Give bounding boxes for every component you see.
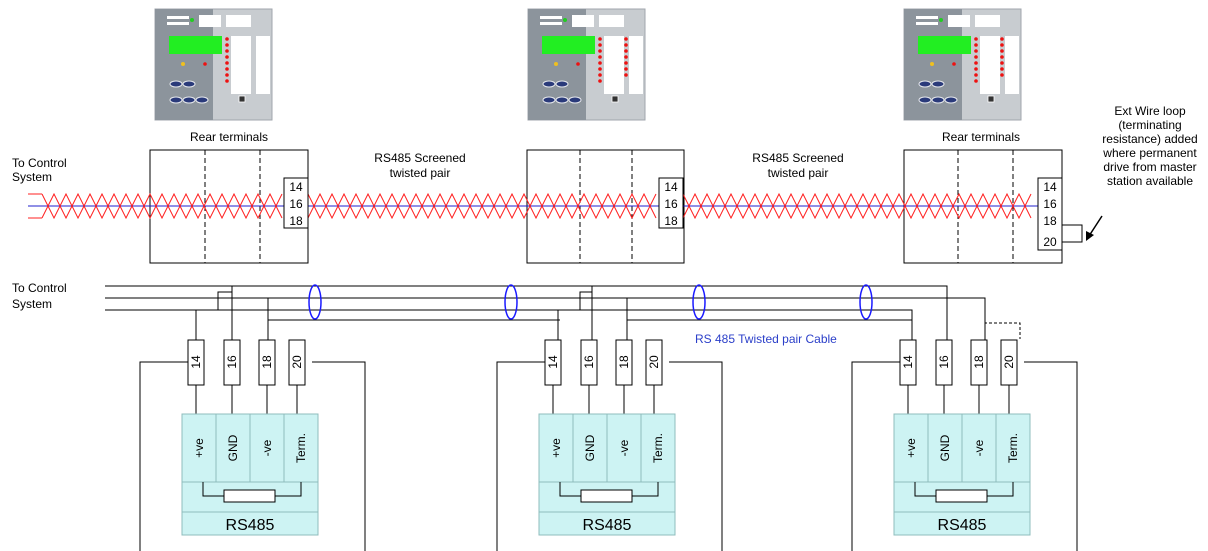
terminal-14: 14: [289, 180, 303, 194]
cable-label-2-line1: RS485 Screened: [752, 151, 843, 165]
port-label: Term.: [1006, 433, 1020, 463]
port-cell: [572, 413, 608, 483]
terminal-number-label: 16: [225, 355, 239, 369]
rs485-label-box: [181, 511, 319, 536]
terminal-number-label: 16: [582, 355, 596, 369]
terminal-number-label: 20: [1002, 355, 1016, 369]
rs485-label-box: [893, 511, 1031, 536]
relay-front-panel-2: [527, 8, 646, 121]
terminal-block-top-3: 14 16 18 20: [1037, 177, 1063, 251]
svg-text:(terminating: (terminating: [1118, 118, 1181, 132]
ext-wire-loop: [1061, 215, 1103, 243]
terminal-number-label: 20: [647, 355, 661, 369]
rs485-cable-label: RS 485 Twisted pair Cable: [695, 332, 837, 346]
terminal-number-label: 14: [901, 355, 915, 369]
terminal-16: 16: [1043, 197, 1057, 211]
terminal-16: 16: [289, 197, 303, 211]
device-enclosure-left: [851, 361, 900, 551]
cable-label-2-line2: twisted pair: [768, 166, 829, 180]
port-label: Term.: [294, 433, 308, 463]
resistor-lead-left: [559, 482, 581, 497]
port-label: +ve: [549, 438, 563, 458]
terminal-block-top-1: 14 16 18: [283, 177, 309, 229]
device-enclosure-right: [1024, 361, 1078, 551]
port-label: Term.: [651, 433, 665, 463]
rs485-label-box: [538, 511, 676, 536]
terminal-number-label: 18: [972, 355, 986, 369]
terminal-number-label: 14: [546, 355, 560, 369]
dotted-term-link: [984, 322, 1021, 339]
rs485-device-2: 14 16 18 20 +ve GND -ve Term. RS485: [496, 339, 723, 551]
svg-text:station available: station available: [1107, 174, 1193, 188]
resistor-icon: [580, 489, 633, 503]
rear-terminals-label-3: Rear terminals: [942, 130, 1020, 144]
relay-front-panel-3: [903, 8, 1022, 121]
rs485-label: RS485: [226, 517, 275, 534]
rs485-device-3: 14 16 18 20 +ve GND -ve Term. RS485: [851, 339, 1078, 551]
terminal-block-top-2: 14 16 18: [658, 177, 684, 229]
twisted-pair-markers: [308, 284, 873, 320]
port-cell: [249, 413, 285, 483]
terminal-number-label: 18: [617, 355, 631, 369]
terminal-14: 14: [664, 180, 678, 194]
cable-label-1-line1: RS485 Screened: [374, 151, 465, 165]
terminal-18: 18: [1043, 214, 1057, 228]
port-cell: [538, 413, 574, 483]
resistor-icon: [935, 489, 988, 503]
port-cell: [961, 413, 997, 483]
rear-terminals-label-1: Rear terminals: [190, 130, 268, 144]
terminal-14: 14: [1043, 180, 1057, 194]
port-label: GND: [938, 434, 952, 461]
port-cell: [283, 413, 319, 483]
resistor-lead-right: [275, 482, 302, 497]
bus-wires: [105, 285, 986, 340]
device-enclosure-left: [496, 361, 545, 551]
terminal-number-label: 16: [937, 355, 951, 369]
terminal-18: 18: [664, 214, 678, 228]
rs485-label: RS485: [938, 517, 987, 534]
resistor-lead-right: [987, 482, 1014, 497]
resistor-lead-right: [632, 482, 659, 497]
svg-text:resistance) added: resistance) added: [1102, 132, 1197, 146]
terminal-number-label: 20: [290, 355, 304, 369]
port-label: GND: [226, 434, 240, 461]
port-label: +ve: [192, 438, 206, 458]
bottom-control-system-label-1: To Control: [12, 281, 67, 295]
device-enclosure-right: [312, 361, 366, 551]
terminal-16: 16: [664, 197, 678, 211]
device-enclosure-left: [139, 361, 188, 551]
port-label: -ve: [972, 439, 986, 456]
bottom-control-system-label-2: System: [12, 297, 52, 311]
terminal-number-label: 18: [260, 355, 274, 369]
ext-wire-loop-note: Ext Wire loop (terminating resistance) a…: [1102, 104, 1197, 188]
port-cell: [181, 413, 217, 483]
terminal-18: 18: [289, 214, 303, 228]
port-cell: [927, 413, 963, 483]
port-label: -ve: [617, 439, 631, 456]
resistor-lead-left: [914, 482, 936, 497]
rs485-label: RS485: [583, 517, 632, 534]
port-cell: [995, 413, 1031, 483]
svg-text:where permanent: where permanent: [1102, 146, 1197, 160]
cable-label-1-line2: twisted pair: [390, 166, 451, 180]
svg-text:drive from master: drive from master: [1103, 160, 1196, 174]
svg-text:Ext Wire loop: Ext Wire loop: [1114, 104, 1186, 118]
port-label: +ve: [904, 438, 918, 458]
rs485-device-1: 14 16 18 20 +ve GND -ve Term. RS485: [139, 339, 366, 551]
resistor-panel: [538, 481, 676, 513]
port-label: -ve: [260, 439, 274, 456]
port-cell: [215, 413, 251, 483]
resistor-icon: [223, 489, 276, 503]
relay-front-panel-1: [154, 8, 273, 121]
port-label: GND: [583, 434, 597, 461]
terminal-20: 20: [1043, 235, 1057, 249]
twisted-pair-wires: [28, 192, 1038, 220]
resistor-lead-left: [202, 482, 224, 497]
device-enclosure-right: [669, 361, 723, 551]
top-control-system-label-2: System: [12, 170, 52, 184]
terminal-number-label: 14: [189, 355, 203, 369]
top-control-system-label-1: To Control: [12, 156, 67, 170]
